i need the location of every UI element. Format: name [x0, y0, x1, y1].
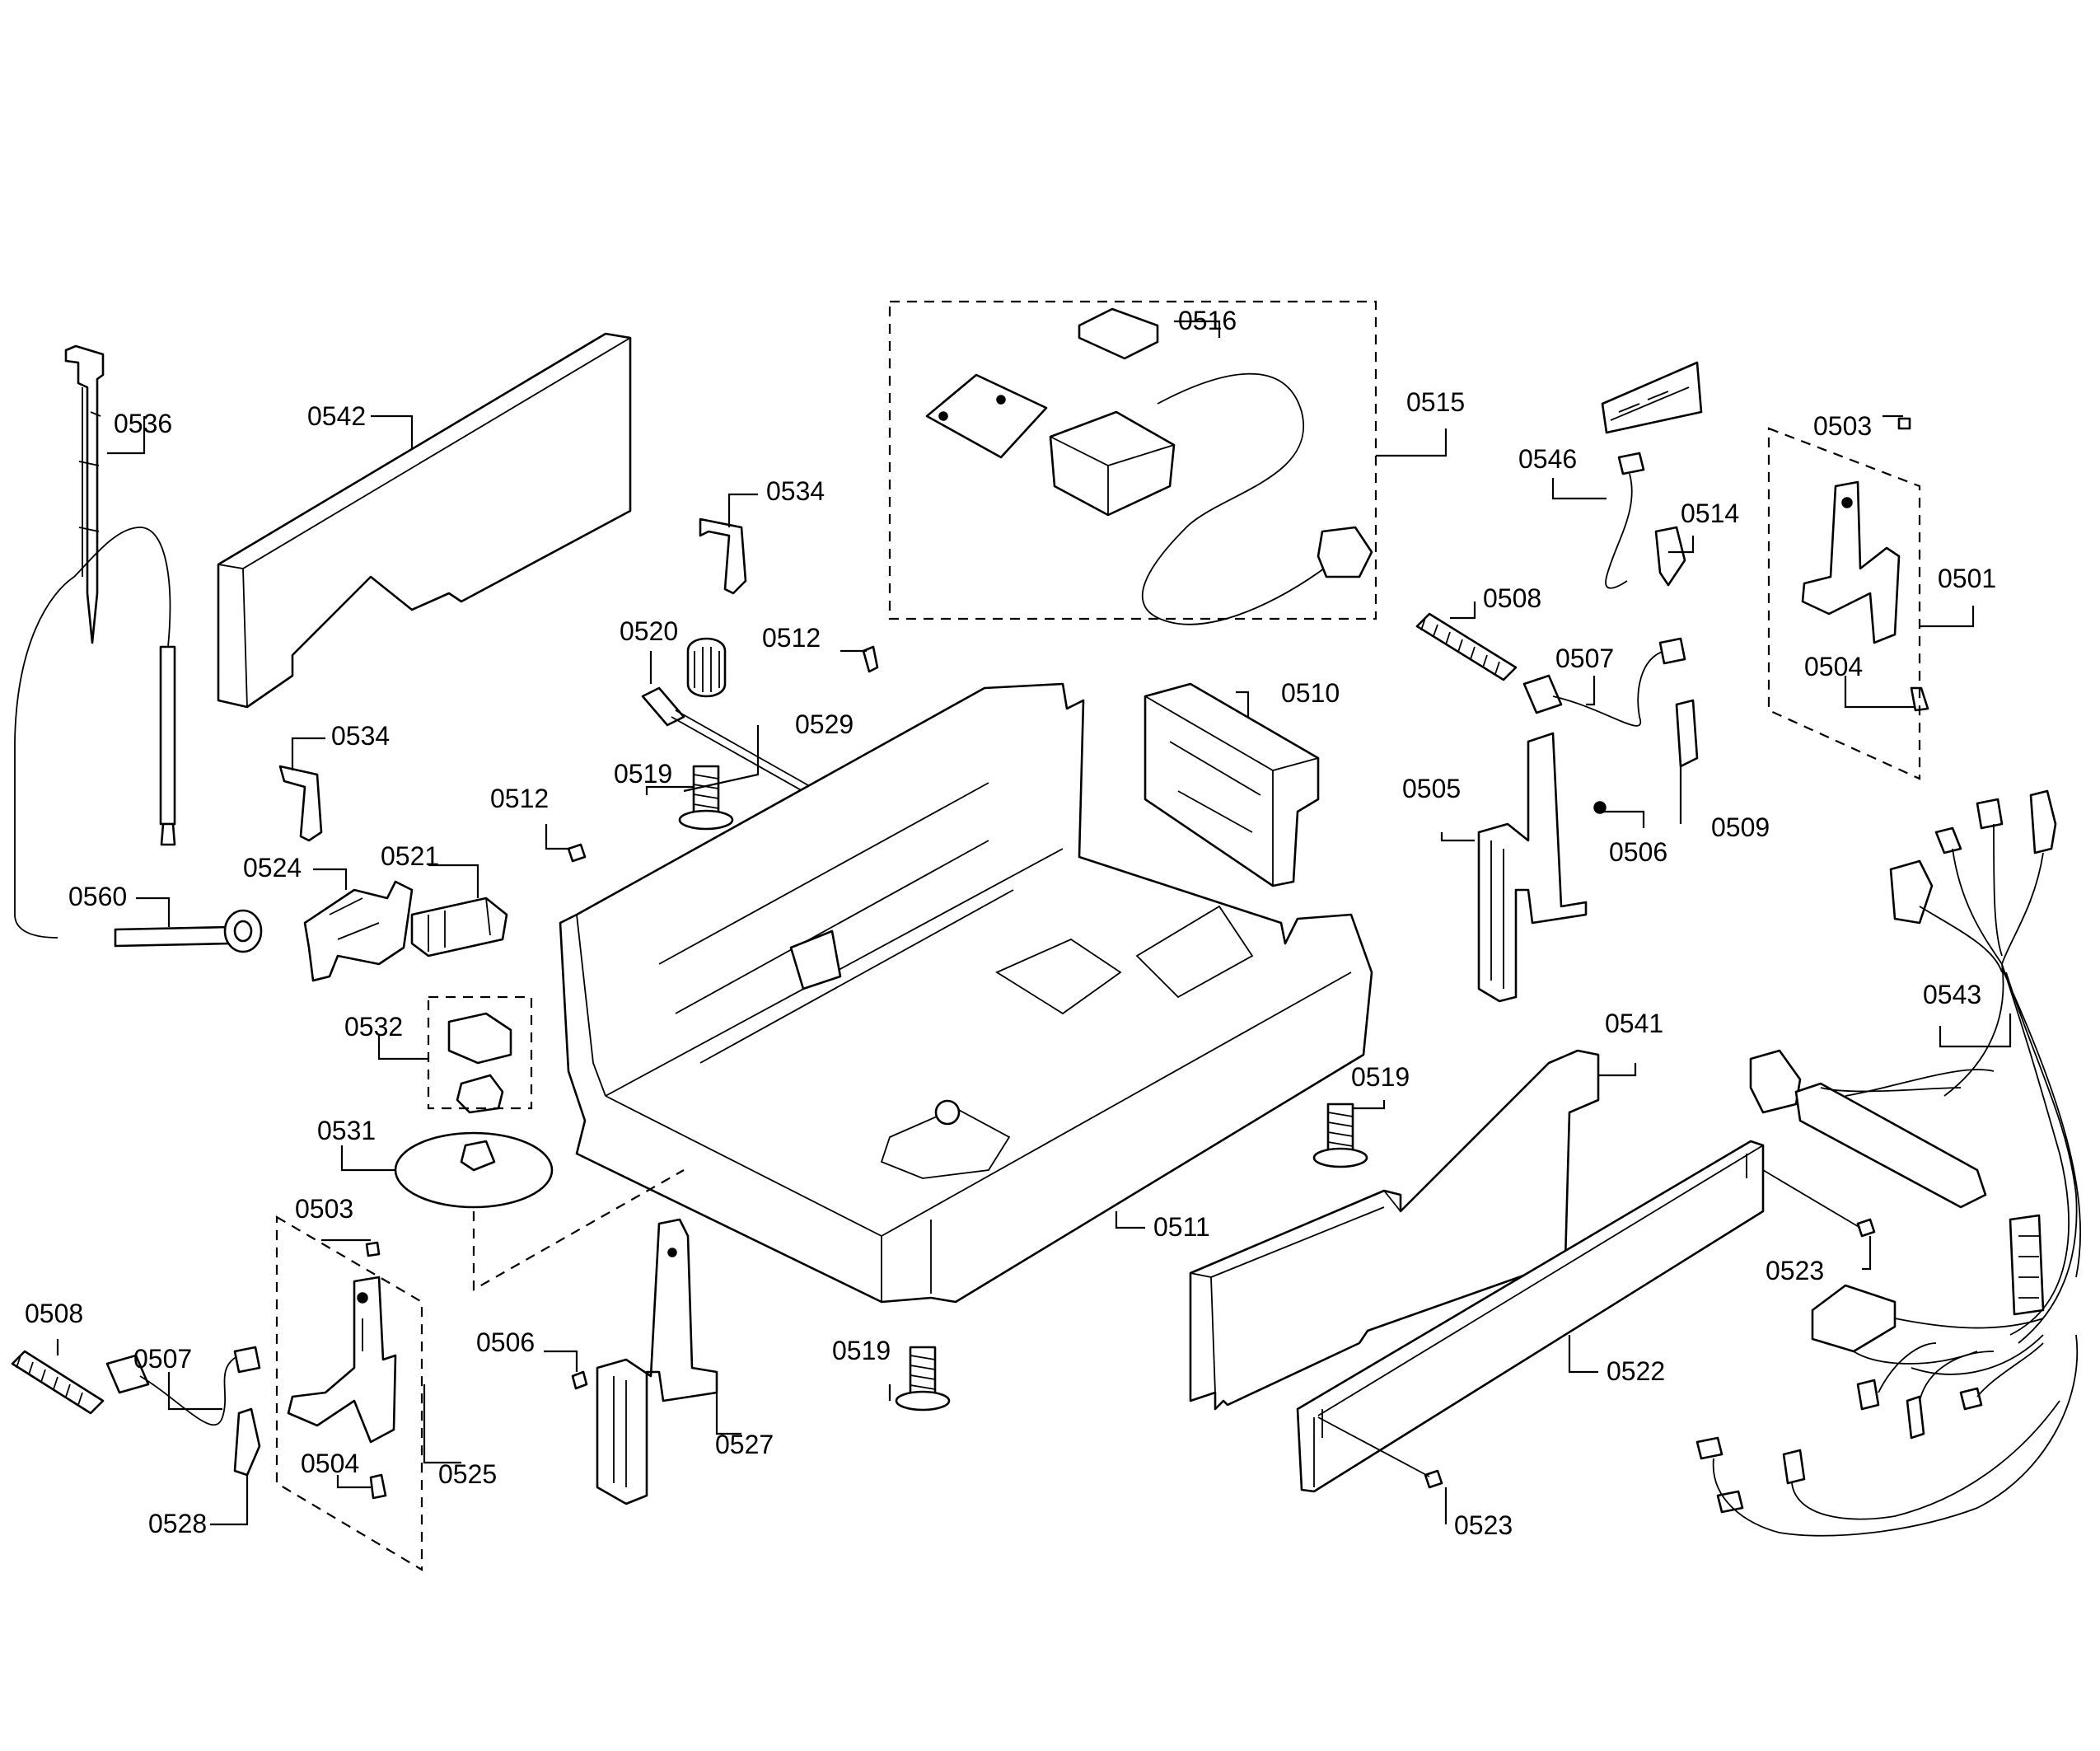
part-0512-screw-top [862, 645, 879, 673]
part-0508-spring-left [11, 1350, 105, 1415]
callout-0543: 0543 [1923, 980, 1981, 1009]
callout-0510: 0510 [1281, 678, 1340, 708]
callout-0512-mid: 0512 [490, 784, 549, 813]
part-0510-module [1144, 682, 1320, 887]
part-0534-clip-top [699, 517, 747, 595]
part-0560-shaft [114, 909, 263, 953]
callout-0501: 0501 [1938, 564, 1996, 593]
part-0506-screw-left [571, 1370, 588, 1390]
callout-0523-bottom: 0523 [1454, 1510, 1513, 1540]
part-0512-screw-mid [567, 843, 587, 863]
callout-0504-left: 0504 [301, 1449, 359, 1478]
part-0524-bracket [303, 880, 414, 982]
callout-0503-left: 0503 [295, 1194, 353, 1224]
callout-0522: 0522 [1607, 1356, 1665, 1386]
part-0523-screw-right [1762, 1169, 1876, 1238]
part-0520-knob [686, 637, 727, 698]
group-box-0515 [888, 300, 1377, 620]
callout-0534-top: 0534 [766, 476, 825, 506]
group-box-0525 [275, 1215, 423, 1571]
callout-0512-top: 0512 [762, 623, 821, 653]
part-0507-switch-left [105, 1346, 261, 1426]
part-0532-sensor [447, 1012, 512, 1114]
part-0522-strip [1296, 1140, 1765, 1493]
part-0519-foot-c [895, 1346, 951, 1412]
part-0534-clip-bottom [278, 765, 323, 842]
callout-0542: 0542 [307, 401, 366, 431]
callout-0528: 0528 [148, 1509, 207, 1538]
part-0542-panel [217, 332, 632, 709]
callout-0529: 0529 [795, 709, 854, 739]
part-0531-disc [394, 1131, 554, 1209]
callout-0519-c: 0519 [832, 1336, 891, 1365]
callout-0519-b: 0519 [1351, 1062, 1410, 1092]
callout-0532: 0532 [344, 1012, 403, 1042]
part-0509-clip [1675, 699, 1699, 768]
callout-0508-left: 0508 [25, 1299, 83, 1328]
part-0527-bracket [596, 1218, 718, 1505]
callout-0505: 0505 [1402, 774, 1461, 803]
callout-0514: 0514 [1681, 499, 1739, 528]
leader-lines [56, 320, 2012, 1526]
callout-0524: 0524 [243, 853, 302, 883]
callout-0531: 0531 [317, 1116, 376, 1145]
callout-0519-a: 0519 [614, 759, 672, 789]
callout-0506-right: 0506 [1609, 837, 1667, 867]
callout-0508-right: 0508 [1483, 583, 1541, 613]
callout-0546: 0546 [1518, 444, 1577, 474]
callout-0509: 0509 [1711, 812, 1770, 842]
part-0523-screw-bottom [1317, 1416, 1443, 1489]
part-0505-bracket [1477, 732, 1607, 1003]
callout-0541: 0541 [1605, 1009, 1663, 1038]
part-0528-clip [233, 1407, 261, 1477]
part-0525-hinge [287, 1241, 397, 1500]
part-0543-harness [1695, 789, 2081, 1537]
part-0515-assembly [925, 307, 1373, 625]
callout-0503-top: 0503 [1813, 411, 1872, 441]
group-boxes [275, 300, 1921, 1571]
part-0519-foot-a [678, 765, 734, 831]
callout-0507-right: 0507 [1555, 644, 1614, 673]
part-0501-hinge [1801, 417, 1929, 712]
part-0546-harness [1601, 361, 1703, 589]
group-box-0501 [1767, 427, 1921, 780]
callout-0560: 0560 [68, 882, 127, 911]
callout-0527: 0527 [715, 1430, 774, 1459]
part-0536-rod [14, 344, 176, 939]
callout-0511: 0511 [1153, 1212, 1210, 1242]
group-box-0532 [427, 995, 533, 1110]
callout-0523-right: 0523 [1766, 1256, 1824, 1285]
part-0507-switch-right [1522, 637, 1686, 727]
callout-0525: 0525 [438, 1459, 497, 1489]
part-0508-spring-right [1415, 612, 1518, 681]
callout-0515: 0515 [1406, 387, 1465, 417]
part-0519-foot-b [1312, 1103, 1368, 1168]
part-0511-base-frame [559, 682, 1373, 1304]
parts-line-art [11, 307, 2081, 1537]
callout-0504-top: 0504 [1804, 652, 1863, 681]
part-0521-valve [410, 897, 508, 957]
callout-0536: 0536 [114, 409, 172, 438]
callout-0507-left: 0507 [133, 1344, 192, 1374]
part-0541-panel [1189, 1049, 1600, 1411]
callout-0534-bottom: 0534 [331, 721, 390, 751]
callout-labels: 0536 0542 0534 0534 0516 0515 0546 0503 … [25, 306, 1996, 1540]
callout-0516: 0516 [1178, 306, 1237, 335]
callout-0521: 0521 [381, 841, 439, 871]
callout-0520: 0520 [620, 616, 678, 646]
leader-dash-0531 [472, 1169, 685, 1291]
callout-0506-left: 0506 [476, 1327, 535, 1357]
